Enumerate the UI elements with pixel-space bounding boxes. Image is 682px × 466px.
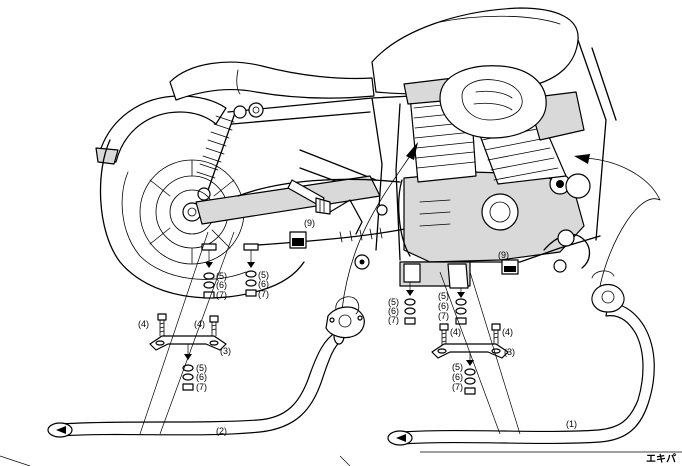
caption-text: エキパ [646,453,676,465]
drive-belt [237,178,411,247]
label-rear-lower-5: (5) [196,363,207,373]
tail-light [95,147,119,165]
label-rear-upper-7: (7) [216,290,227,300]
label-part-9-front: (9) [498,250,509,260]
air-cleaner [439,65,547,139]
shock-top-mount [248,102,264,118]
label-rear-lower-7: (7) [196,382,207,392]
rear-pipe-callout-lines [139,231,235,435]
horn [565,173,591,199]
hardware-stack-rear-upper [201,243,217,299]
bolt-front-left [439,323,449,347]
motorcycle [95,7,617,299]
hardware-stack-front-upper-left [404,282,416,325]
front-mount-bracket [403,263,469,289]
passenger-peg [287,179,331,215]
part-labels: (2) (1) (9) (9) (5) (6) (7) (5) (6) (7) … [138,218,577,436]
front-pipe-callout-lines [439,271,521,435]
exhaust-pipe-front [387,303,655,446]
bolt-rear-right [209,315,219,337]
hardware-stack-rear-upper-2 [243,243,259,297]
hardware-stack-front-upper-right [455,288,467,325]
rear-shock [196,105,247,201]
label-front-left-5: (5) [388,297,399,307]
front-bracket [431,343,509,366]
swingarm [195,175,381,225]
label-front-bolt-4-left: (4) [450,327,461,337]
bolt-front-right [491,323,501,345]
label-front-lower-7: (7) [452,382,463,392]
cam-cover [481,193,519,231]
label-front-left-6: (6) [388,306,399,316]
plug-rear [289,231,307,249]
label-front-right-5: (5) [438,291,449,301]
rear-bracket [149,335,227,360]
hardware-stack-rear-lower [182,364,194,391]
label-rear-upper2-6: (6) [258,279,269,289]
frame [227,95,413,261]
label-rear-upper2-5: (5) [258,270,269,280]
rear-fender [97,95,227,163]
label-rear-upper-5: (5) [216,271,227,281]
seat [169,61,375,101]
label-front-lower-6: (6) [452,372,463,382]
label-rear-upper-6: (6) [216,280,227,290]
label-part-9-rear: (9) [304,218,315,228]
label-part-1: (1) [566,419,577,429]
label-rear-bolt-4-left: (4) [138,319,149,329]
front-downtube [577,39,617,241]
hardware-stack-front-lower [464,368,476,395]
label-front-right-6: (6) [438,301,449,311]
plug-front [501,259,519,275]
label-front-left-7: (7) [388,315,399,325]
label-front-bracket-3: (3) [504,347,515,357]
label-front-lower-5: (5) [452,362,463,372]
label-rear-bolt-4-right: (4) [194,319,205,329]
rear-exhaust-flange [325,296,365,339]
label-rear-lower-6: (6) [196,372,207,382]
bolt-rear-left [157,313,167,337]
install-guides [341,142,661,311]
label-front-right-7: (7) [438,311,449,321]
label-rear-upper2-7: (7) [258,289,269,299]
label-part-2: (2) [216,426,227,436]
baseline-marks [0,455,351,466]
front-exhaust-flange [591,270,625,313]
label-front-bolt-4-right: (4) [502,327,513,337]
label-rear-bracket-3: (3) [220,346,231,356]
